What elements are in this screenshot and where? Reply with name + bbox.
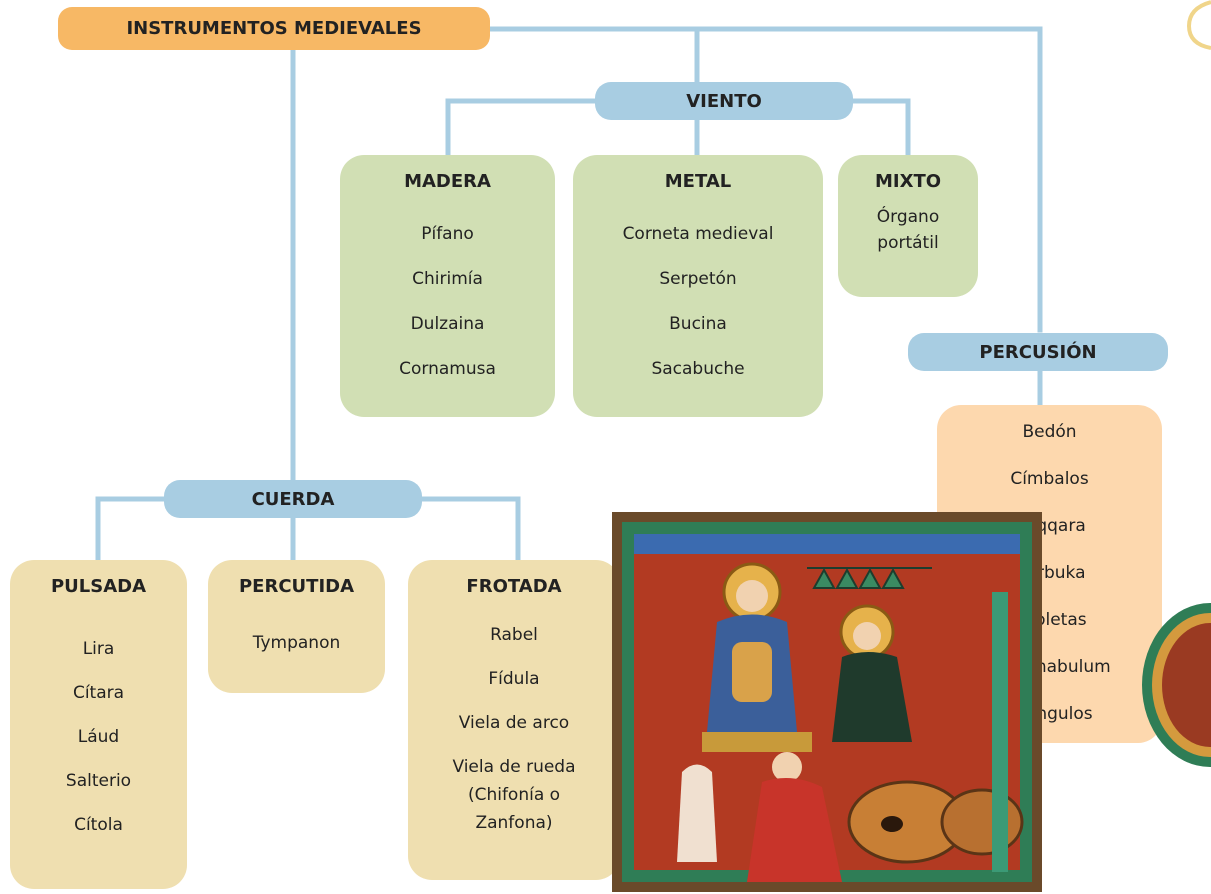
category-cuerda: CUERDA <box>164 480 422 518</box>
connector-root-right <box>487 26 1043 333</box>
list-item: Órgano portátil <box>876 207 940 253</box>
list-item: Cítola <box>74 815 123 835</box>
group-pulsada-title: PULSADA <box>50 576 147 597</box>
list-item: Viela de arco <box>458 713 570 733</box>
group-metal-title: METAL <box>664 171 732 192</box>
category-cuerda-label: CUERDA <box>251 488 335 510</box>
corner-ornament <box>1186 0 1211 50</box>
group-mixto: MIXTO Órgano portátil <box>838 155 978 297</box>
group-metal: METAL Corneta medieval Serpetón Bucina S… <box>573 155 823 417</box>
list-item: Lira <box>82 639 115 659</box>
category-viento-label: VIENTO <box>686 90 762 112</box>
list-item: Fídula <box>488 669 540 689</box>
connector-viento-madera <box>445 98 601 160</box>
connector-cuerda-pulsada <box>95 496 167 563</box>
category-percusion-label: PERCUSIÓN <box>979 341 1097 363</box>
list-item: Bucina <box>669 314 727 334</box>
list-item: Cítara <box>72 683 125 703</box>
list-item: Serpetón <box>659 269 737 289</box>
group-percutida-list: Tympanon <box>208 629 385 657</box>
connector-cuerda-frotada <box>417 496 521 563</box>
list-item: Salterio <box>65 771 132 791</box>
list-item: Chirimía <box>412 269 483 289</box>
group-percusion: Bedón Címbalos Náqqara Darbuka Tejoletas… <box>937 405 1162 743</box>
decorative-medallion <box>1142 603 1211 767</box>
list-item: Tympanon <box>252 633 341 653</box>
root-label: INSTRUMENTOS MEDIEVALES <box>126 18 422 39</box>
group-pulsada-list: Lira Cítara Láud Salterio Cítola <box>10 635 187 839</box>
list-item: Viela de rueda (Chifonía o Zanfona) <box>452 757 576 833</box>
list-item: Pífano <box>421 224 474 244</box>
list-item: Rabel <box>490 625 538 645</box>
list-item: Corneta medieval <box>622 224 774 244</box>
group-frotada-list: Rabel Fídula Viela de arco Viela de rued… <box>418 621 610 837</box>
connector-viento-mixto <box>847 98 911 160</box>
group-pulsada: PULSADA Lira Cítara Láud Salterio Cítola <box>10 560 187 889</box>
list-item: Dulzaina <box>410 314 485 334</box>
list-item: Címbalos <box>1010 469 1089 489</box>
group-metal-list: Corneta medieval Serpetón Bucina Sacabuc… <box>573 220 823 383</box>
list-item: Láud <box>77 727 120 747</box>
category-viento: VIENTO <box>595 82 853 120</box>
group-percutida-title: PERCUTIDA <box>238 576 355 597</box>
list-item: Sacabuche <box>651 359 745 379</box>
medieval-musicians-illustration <box>612 512 1042 892</box>
list-item: Cornamusa <box>399 359 496 379</box>
category-percusion: PERCUSIÓN <box>908 333 1168 371</box>
group-madera-list: Pífano Chirimía Dulzaina Cornamusa <box>340 220 555 383</box>
group-madera: MADERA Pífano Chirimía Dulzaina Cornamus… <box>340 155 555 417</box>
list-item: Bedón <box>1022 422 1077 442</box>
group-percutida: PERCUTIDA Tympanon <box>208 560 385 693</box>
group-madera-title: MADERA <box>404 171 491 192</box>
group-mixto-list: Órgano portátil <box>856 204 960 256</box>
root-title: INSTRUMENTOS MEDIEVALES <box>58 7 490 50</box>
group-frotada-title: FROTADA <box>466 576 562 597</box>
group-frotada: FROTADA Rabel Fídula Viela de arco Viela… <box>408 560 620 880</box>
group-mixto-title: MIXTO <box>874 171 942 192</box>
